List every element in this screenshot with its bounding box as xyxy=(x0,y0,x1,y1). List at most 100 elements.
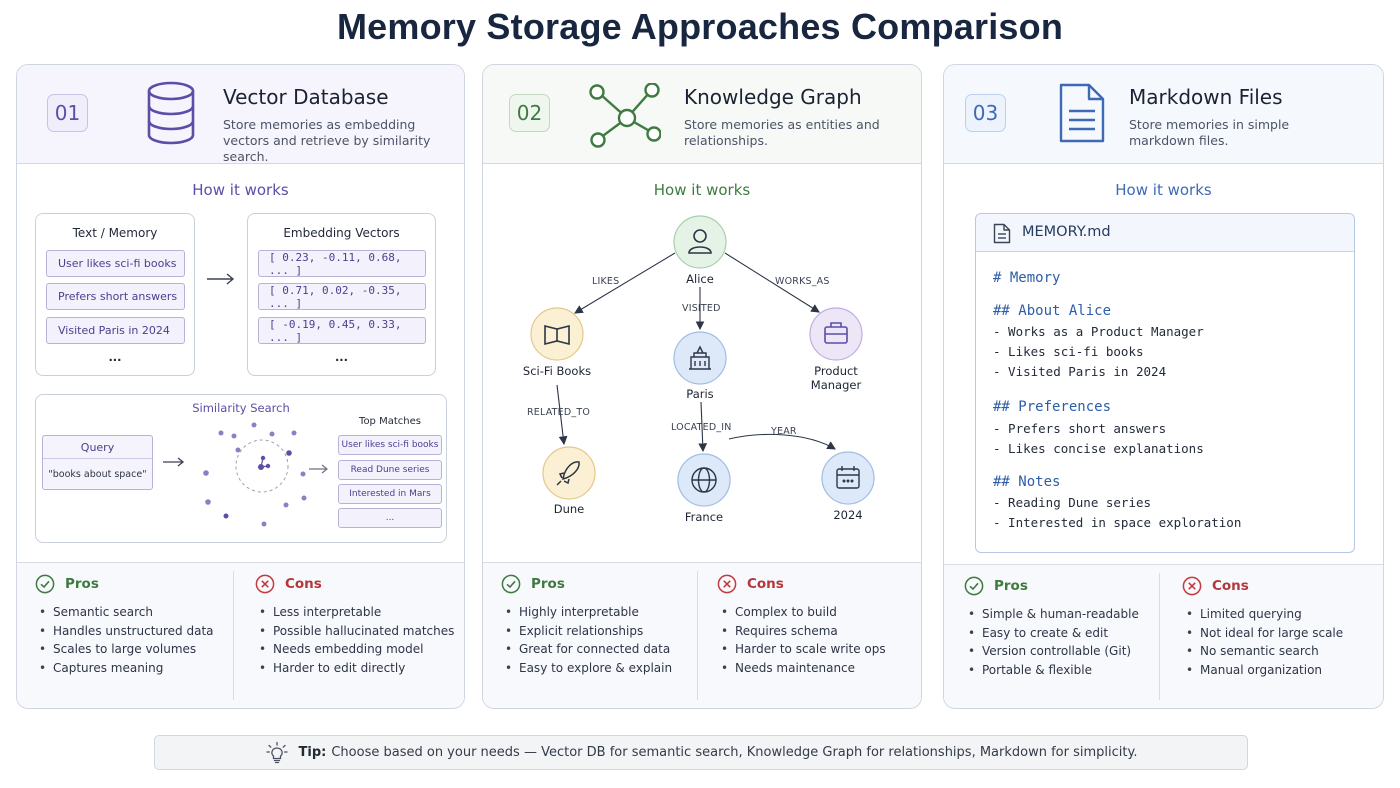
list-item: Easy to explore & explain xyxy=(501,659,672,678)
similarity-search-title: Similarity Search xyxy=(192,401,290,415)
embedding-vectors-box: Embedding Vectors [ 0.23, -0.11, 0.68, .… xyxy=(247,213,436,376)
top-match-item: User likes sci-fi books xyxy=(338,435,442,455)
x-circle-icon xyxy=(1182,576,1202,596)
markdown-heading: # Memory xyxy=(993,270,1061,286)
more-ellipsis: ... xyxy=(108,350,122,364)
pros-column: Pros Semantic search Handles unstructure… xyxy=(35,573,214,678)
markdown-heading: ## About Alice xyxy=(993,303,1112,319)
embedding-vector-item: [ -0.19, 0.45, 0.33, ... ] xyxy=(258,317,426,344)
list-item: Simple & human-readable xyxy=(964,605,1139,624)
list-item: Portable & flexible xyxy=(964,661,1139,680)
list-item: Handles unstructured data xyxy=(35,622,214,641)
list-item: Less interpretable xyxy=(255,603,454,622)
list-item: Needs embedding model xyxy=(255,640,454,659)
text-memory-title: Text / Memory xyxy=(72,226,158,240)
node-label-paris: Paris xyxy=(686,387,714,401)
x-circle-icon xyxy=(255,574,275,594)
pros-column: Pros Highly interpretable Explicit relat… xyxy=(501,573,672,678)
markdown-line: - Reading Dune series xyxy=(993,495,1152,510)
node-product-manager xyxy=(809,307,863,361)
list-item: Easy to create & edit xyxy=(964,624,1139,643)
knowledge-graph-diagram xyxy=(530,215,875,507)
list-item: Not ideal for large scale xyxy=(1182,624,1343,643)
markdown-heading: ## Notes xyxy=(993,474,1061,490)
text-memory-box: Text / Memory User likes sci-fi books Pr… xyxy=(35,213,195,376)
query-text: "books about space" xyxy=(48,469,147,480)
pros-column: Pros Simple & human-readable Easy to cre… xyxy=(964,575,1139,680)
tip-label: Tip: xyxy=(298,745,327,760)
edge-label-visited: VISITED xyxy=(682,303,721,314)
node-label-france: France xyxy=(684,510,724,524)
markdown-file-header: MEMORY.md xyxy=(976,214,1354,252)
edge-label-likes: LIKES xyxy=(592,276,620,287)
edge-label-works-as: WORKS_AS xyxy=(775,276,830,287)
cons-list: Limited querying Not ideal for large sca… xyxy=(1182,605,1343,680)
cons-label: Cons xyxy=(285,576,322,592)
pros-label: Pros xyxy=(65,576,99,592)
pros-cons-section: Pros Simple & human-readable Easy to cre… xyxy=(944,564,1383,708)
node-label-scifi-books: Sci-Fi Books xyxy=(522,364,592,378)
markdown-file-preview: MEMORY.md # Memory ## About Alice - Work… xyxy=(975,213,1355,553)
card-description: Store memories as embedding vectors and … xyxy=(223,117,431,164)
markdown-line: - Prefers short answers xyxy=(993,421,1167,436)
arrow-right-icon xyxy=(207,273,235,285)
check-circle-icon xyxy=(35,574,55,594)
node-scifi-books xyxy=(530,307,584,361)
list-item: Manual organization xyxy=(1182,661,1343,680)
list-item: Limited querying xyxy=(1182,605,1343,624)
list-item: No semantic search xyxy=(1182,642,1343,661)
node-alice xyxy=(673,215,727,269)
vector-database-card: 01 Vector Database Store memories as emb… xyxy=(16,64,465,709)
card-description: Store memories as entities and relations… xyxy=(684,117,880,148)
list-item: Version controllable (Git) xyxy=(964,642,1139,661)
card-number-badge: 01 xyxy=(47,94,88,132)
cons-column: Cons Limited querying Not ideal for larg… xyxy=(1182,575,1343,680)
markdown-heading: ## Preferences xyxy=(993,399,1112,415)
top-match-item: Interested in Mars xyxy=(338,484,442,504)
top-matches-title: Top Matches xyxy=(359,416,421,427)
list-item: Needs maintenance xyxy=(717,659,886,678)
card-title: Knowledge Graph xyxy=(684,85,862,109)
knowledge-graph-card: 02 Knowledge Graph Store memories as ent… xyxy=(482,64,922,709)
list-item: Complex to build xyxy=(717,603,886,622)
markdown-files-card: 03 Markdown Files Store memories in simp… xyxy=(943,64,1384,709)
pros-list: Simple & human-readable Easy to create &… xyxy=(964,605,1139,680)
markdown-line: - Likes concise explanations xyxy=(993,441,1204,456)
check-circle-icon xyxy=(964,576,984,596)
similarity-scatter-plot xyxy=(203,422,307,527)
pros-list: Semantic search Handles unstructured dat… xyxy=(35,603,214,678)
top-match-item: Read Dune series xyxy=(338,460,442,480)
how-it-works-heading: How it works xyxy=(192,181,289,199)
markdown-line: - Likes sci-fi books xyxy=(993,344,1144,359)
card-title: Vector Database xyxy=(223,85,389,109)
card-title: Markdown Files xyxy=(1129,85,1283,109)
node-year xyxy=(821,451,875,505)
lightbulb-icon xyxy=(265,741,288,763)
list-item: Semantic search xyxy=(35,603,214,622)
more-ellipsis: ... xyxy=(334,350,349,364)
list-item: Great for connected data xyxy=(501,640,672,659)
list-item: Explicit relationships xyxy=(501,622,672,641)
edge-label-year: YEAR xyxy=(771,426,797,437)
list-item: Harder to edit directly xyxy=(255,659,454,678)
edge-label-located-in: LOCATED_IN xyxy=(671,422,732,433)
card-header: 01 Vector Database Store memories as emb… xyxy=(17,65,464,164)
markdown-file-name: MEMORY.md xyxy=(1022,224,1111,240)
node-dune xyxy=(542,446,596,500)
query-label: Query xyxy=(80,441,115,454)
database-icon xyxy=(147,81,195,145)
card-number-badge: 03 xyxy=(965,94,1006,132)
node-paris xyxy=(673,331,727,385)
cons-label: Cons xyxy=(747,576,784,592)
node-label-product-manager: Product Manager xyxy=(810,364,862,392)
pros-cons-section: Pros Highly interpretable Explicit relat… xyxy=(483,562,921,708)
cons-list: Less interpretable Possible hallucinated… xyxy=(255,603,454,678)
page-title: Memory Storage Approaches Comparison xyxy=(336,6,1064,47)
card-header: 03 Markdown Files Store memories in simp… xyxy=(944,65,1383,164)
list-item: Scales to large volumes xyxy=(35,640,214,659)
card-number-badge: 02 xyxy=(509,94,550,132)
edge-label-related-to: RELATED_TO xyxy=(527,407,591,418)
query-box: Query "books about space" xyxy=(42,435,153,490)
how-it-works-heading: How it works xyxy=(1115,181,1212,199)
cons-column: Cons Less interpretable Possible halluci… xyxy=(255,573,454,678)
